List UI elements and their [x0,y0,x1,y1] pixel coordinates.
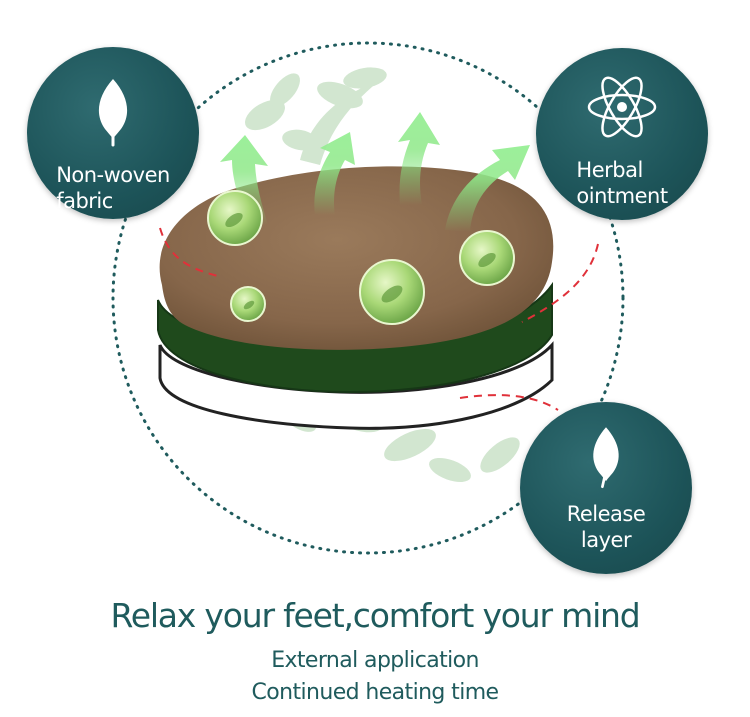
badge-nonwoven-label: Non-woven fabric [56,162,170,214]
badge-nonwoven-fabric: Non-woven fabric [27,47,199,219]
leader-release [459,394,559,411]
main-title: Relax your feet,comfort your mind [110,596,640,635]
subtitle-line-2: Continued heating time [251,680,500,705]
badge-herbal-label: Herbal ointment [576,157,668,209]
leader-lines [159,227,599,411]
badge-nonwoven-line2: fabric [56,189,113,213]
badge-herbal-line1: Herbal [576,158,643,182]
atom-icon [585,70,659,149]
badge-herbal-line2: ointment [576,184,668,208]
leaf-icon [93,77,133,152]
herb-bubbles [207,190,515,325]
badge-nonwoven-line1: Non-woven [56,163,170,187]
badge-release-line1: Release [566,502,646,526]
subtitle-line-1: External application [271,648,479,673]
badge-release-label: Release layer [567,501,646,553]
badge-release-layer: Release layer [520,402,692,574]
arrow-3 [398,112,440,205]
herb-sprig-top [245,67,387,165]
badge-herbal-ointment: Herbal ointment [536,48,708,220]
badge-release-line2: layer [580,528,632,552]
leaf-icon [588,424,624,495]
dotted-ring [111,41,625,555]
leader-herbal [521,243,599,323]
arrow-2 [314,132,355,215]
arrow-4 [445,145,530,232]
